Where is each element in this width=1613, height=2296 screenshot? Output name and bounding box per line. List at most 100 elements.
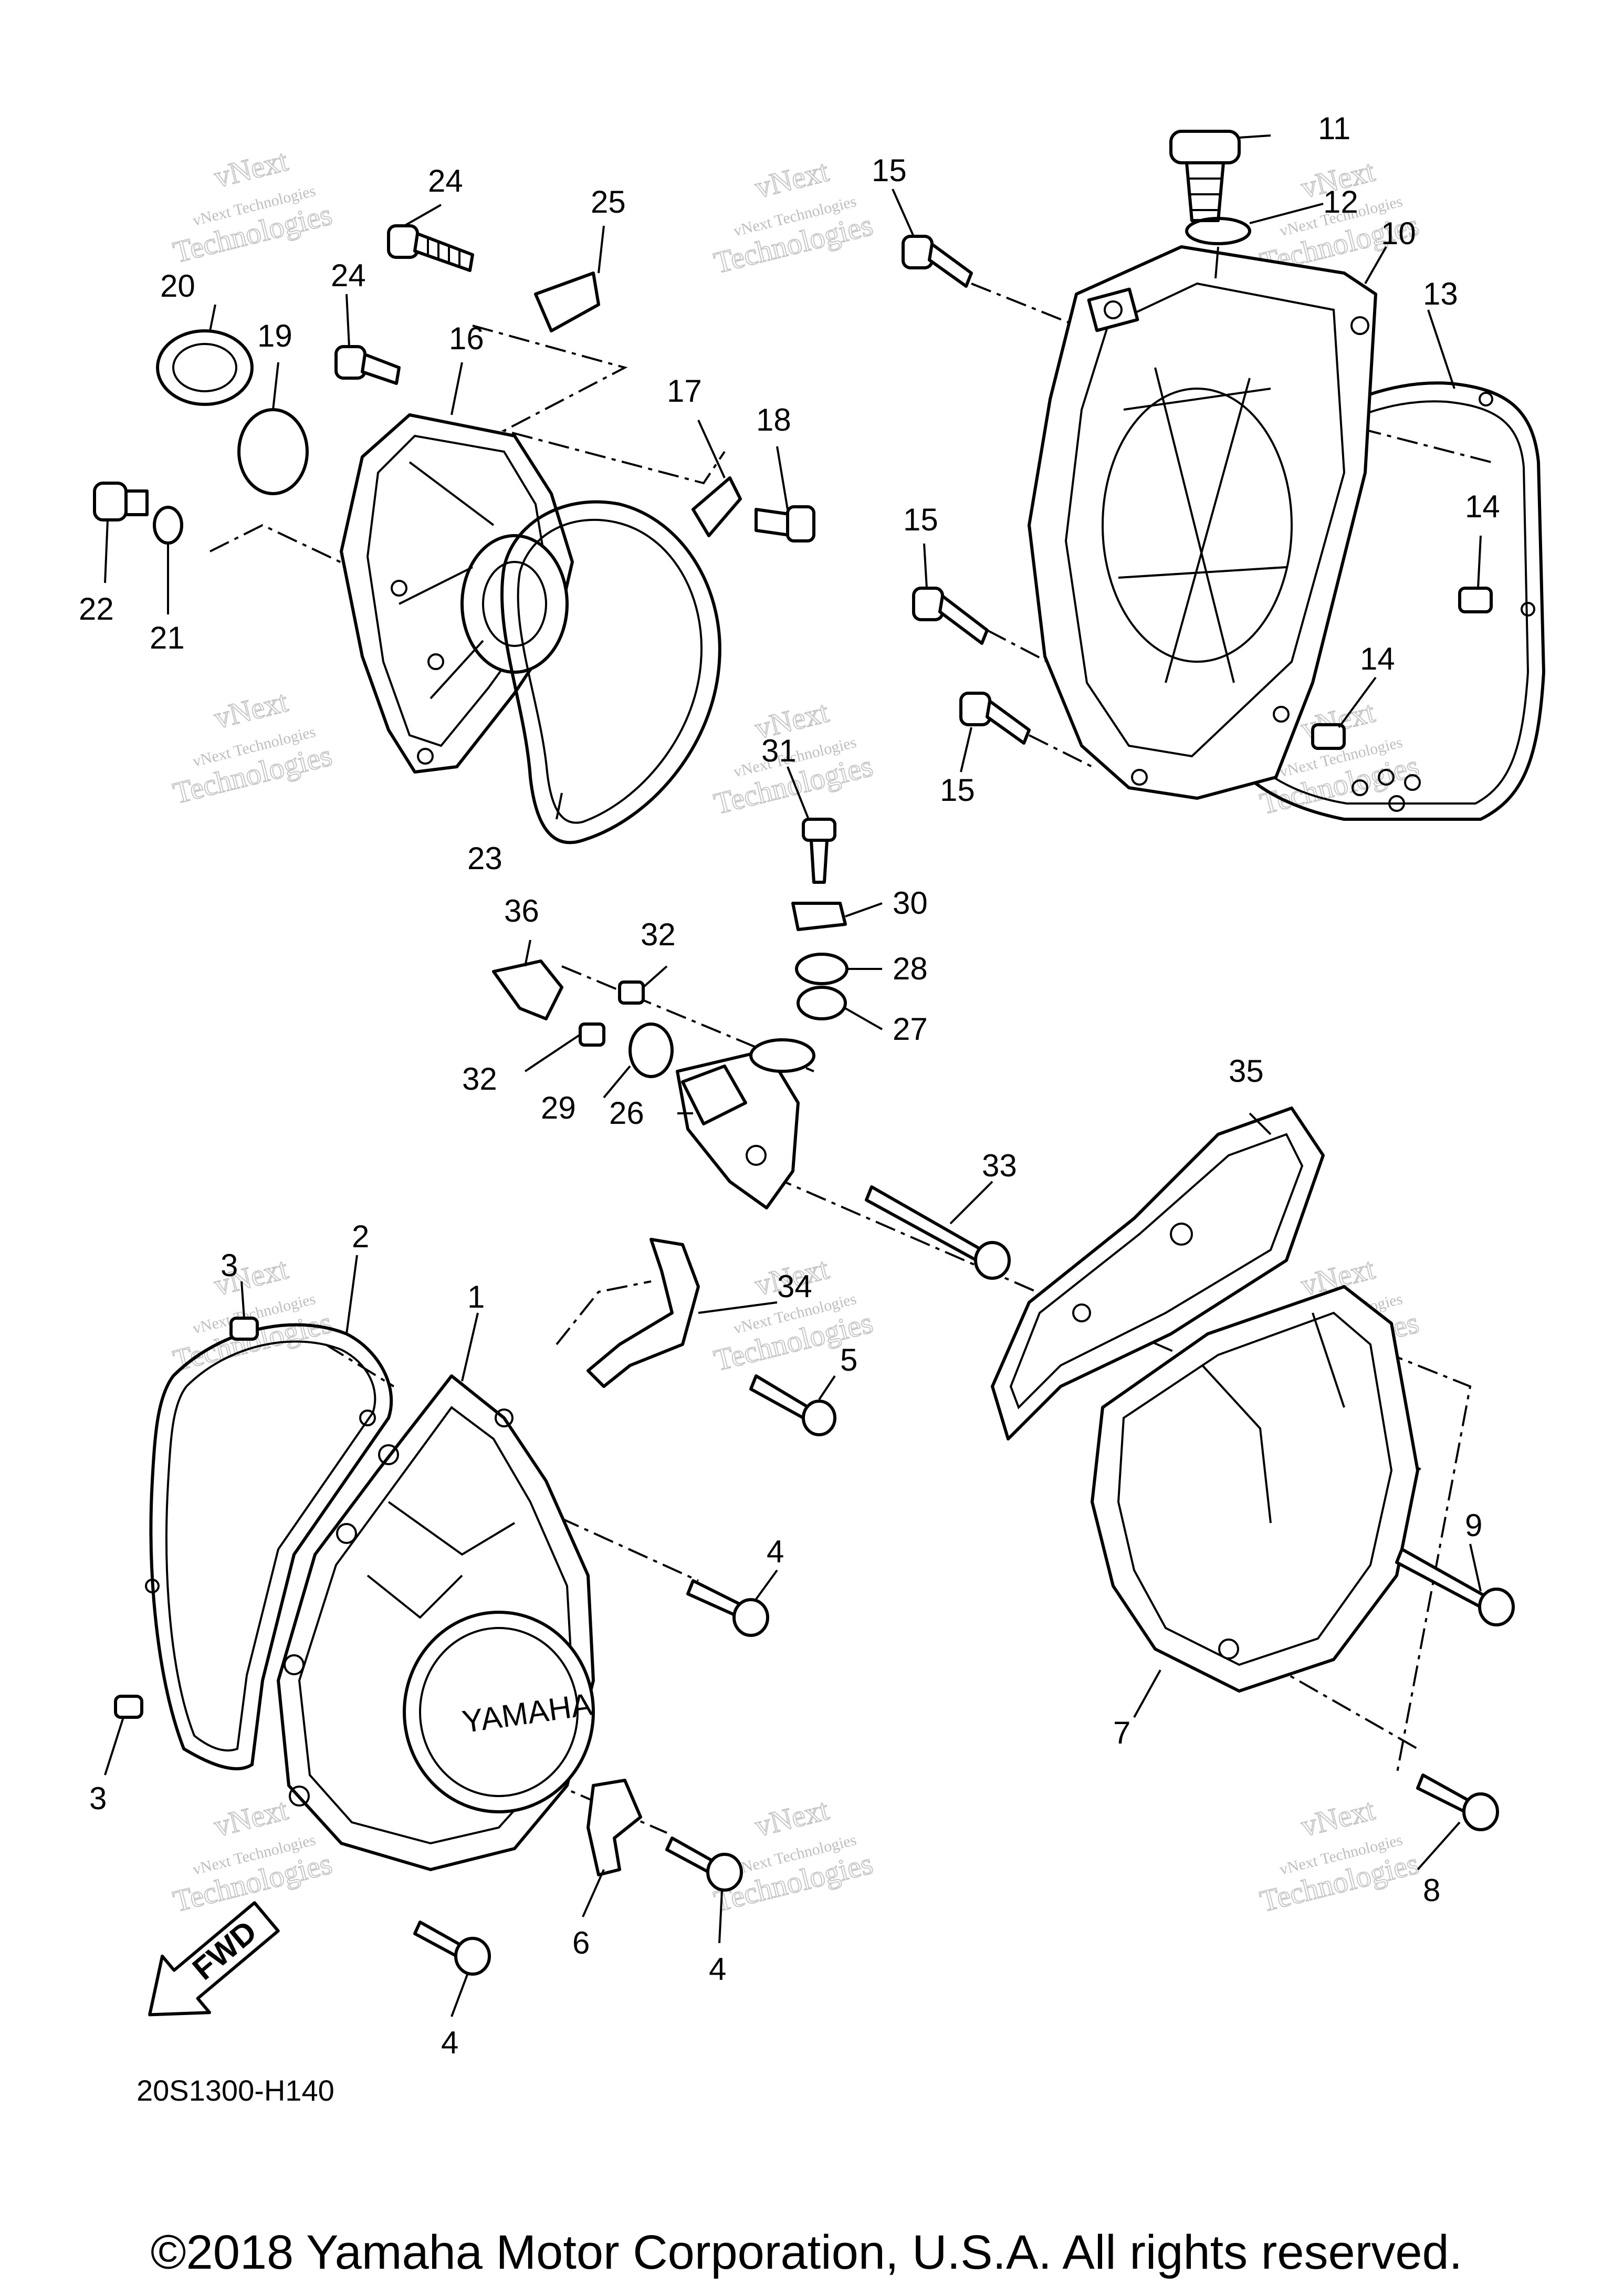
callout-36: 36 xyxy=(504,893,539,928)
callout-11: 11 xyxy=(1318,111,1350,146)
bolt-4b xyxy=(665,1836,743,1892)
bolt-15a xyxy=(902,235,973,288)
callout-8: 8 xyxy=(1423,1873,1440,1908)
bolt-31 xyxy=(802,818,836,884)
bracket-6 xyxy=(586,1779,642,1876)
seal-27 xyxy=(797,986,847,1020)
o-ring-19 xyxy=(237,408,309,495)
callout-32a: 32 xyxy=(641,917,676,952)
callout-26: 26 xyxy=(609,1095,644,1131)
bolt-33 xyxy=(865,1185,1011,1280)
plug-22 xyxy=(93,482,149,521)
callout-9: 9 xyxy=(1465,1508,1482,1543)
bolt-24a xyxy=(387,224,474,272)
callout-22: 22 xyxy=(79,591,114,627)
bolt-15c xyxy=(959,692,1031,745)
slave-cylinder-26 xyxy=(676,1038,815,1209)
watermark: vNext vNext Technologies Technologies xyxy=(710,153,876,280)
callout-3a: 3 xyxy=(221,1248,238,1283)
callout-4a: 4 xyxy=(767,1534,784,1569)
svg-text:vNext: vNext xyxy=(211,1792,291,1843)
svg-text:vNext: vNext xyxy=(1297,1792,1378,1843)
svg-text:vNext: vNext xyxy=(211,684,291,735)
bolt-9 xyxy=(1395,1548,1515,1626)
callout-7: 7 xyxy=(1113,1715,1130,1750)
leader-lines xyxy=(104,134,1482,2017)
callout-15b: 15 xyxy=(903,502,938,537)
bolt-8 xyxy=(1416,1773,1499,1831)
svg-text:vNext: vNext xyxy=(751,154,832,205)
dowel-3b xyxy=(114,1695,143,1719)
dowel-14a xyxy=(1458,587,1493,613)
callout-16: 16 xyxy=(449,321,484,356)
callout-18: 18 xyxy=(756,402,791,437)
callout-20: 20 xyxy=(160,268,195,304)
fwd-arrow-icon: FWD xyxy=(148,1901,280,2017)
callout-labels: 11 12 10 13 14 14 15 15 15 24 24 25 20 1… xyxy=(79,111,1500,2060)
callout-19: 19 xyxy=(257,318,292,353)
callout-4b: 4 xyxy=(709,1951,726,1987)
bolt-5 xyxy=(749,1374,836,1436)
callout-15a: 15 xyxy=(872,153,907,188)
watermark: vNext vNext Technologies Technologies xyxy=(169,143,336,270)
callout-2: 2 xyxy=(352,1219,369,1254)
callout-21: 21 xyxy=(150,620,185,655)
bolt-15b xyxy=(912,587,989,645)
watermark: vNext vNext Technologies Technologies xyxy=(1256,1792,1422,1919)
callout-4c: 4 xyxy=(441,2025,458,2060)
callout-5: 5 xyxy=(840,1342,857,1377)
plug-20 xyxy=(156,329,254,406)
plate-30 xyxy=(791,902,847,931)
seal-28 xyxy=(795,953,849,985)
bolt-18 xyxy=(755,505,815,542)
clutch-cover-10 xyxy=(1028,245,1377,800)
svg-text:vNext: vNext xyxy=(211,143,291,194)
callout-30: 30 xyxy=(893,885,928,921)
callout-31: 31 xyxy=(761,733,797,768)
bearing-29 xyxy=(629,1022,674,1078)
callout-14a: 14 xyxy=(1465,489,1500,524)
callout-24b: 24 xyxy=(331,258,366,293)
gasket-23 xyxy=(500,500,721,844)
clamp-25 xyxy=(534,272,600,332)
bolt-24b xyxy=(334,345,401,385)
callout-25: 25 xyxy=(591,184,626,220)
washer-21 xyxy=(153,506,183,545)
callout-14b: 14 xyxy=(1360,641,1395,676)
collar-32a xyxy=(618,980,645,1005)
bolts xyxy=(334,224,1515,1976)
clamp-17 xyxy=(692,476,742,537)
callout-28: 28 xyxy=(893,951,928,986)
callout-3b: 3 xyxy=(89,1781,107,1816)
bracket-34 xyxy=(586,1238,700,1388)
part-code: 20S1300-H140 xyxy=(137,2074,334,2107)
callout-23: 23 xyxy=(467,841,502,876)
callout-32b: 32 xyxy=(462,1061,497,1097)
oil-filler-cap-11 xyxy=(1169,130,1241,222)
bracket-36 xyxy=(492,959,563,1020)
svg-text:vNext: vNext xyxy=(751,1792,832,1843)
callout-12: 12 xyxy=(1323,184,1358,220)
o-ring-12 xyxy=(1185,217,1251,245)
callout-35: 35 xyxy=(1229,1053,1264,1089)
bolt-4c xyxy=(413,1921,491,1976)
callout-1: 1 xyxy=(467,1279,485,1314)
cover-1: YAMAHA xyxy=(277,1374,595,1871)
callout-33: 33 xyxy=(982,1148,1017,1183)
bolt-4a xyxy=(686,1579,769,1637)
dowel-3a xyxy=(229,1317,259,1341)
callout-27: 27 xyxy=(893,1011,928,1047)
watermark: vNext vNext Technologies Technologies xyxy=(169,1251,336,1378)
callout-24a: 24 xyxy=(428,163,463,199)
dowel-14b xyxy=(1311,723,1346,750)
gasket-2 xyxy=(145,1323,393,1770)
callout-15c: 15 xyxy=(940,773,975,808)
watermark: vNext vNext Technologies Technologies xyxy=(169,684,336,811)
copyright-notice: ©2018 Yamaha Motor Corporation, U.S.A. A… xyxy=(151,2226,1462,2279)
callout-34: 34 xyxy=(777,1269,812,1304)
cover-7 xyxy=(1091,1285,1419,1693)
cover-35 xyxy=(991,1107,1325,1441)
callout-6: 6 xyxy=(572,1925,590,1960)
callout-13: 13 xyxy=(1423,276,1458,311)
